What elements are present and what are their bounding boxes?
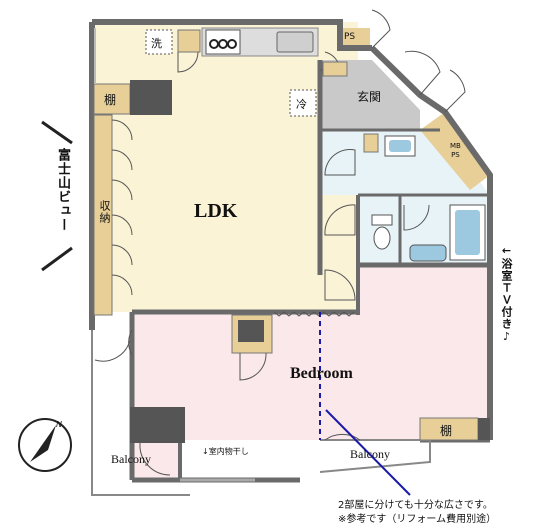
stove: [205, 29, 241, 55]
wash-basin: [409, 244, 447, 262]
door-swing: [139, 442, 171, 476]
balcony-left-label: Balcony: [111, 452, 151, 466]
door-swing: [404, 50, 441, 96]
compass-needle-icon: [30, 425, 56, 462]
balcony-left-outline: [91, 330, 190, 496]
washer-space: [145, 29, 173, 55]
sink: [276, 31, 314, 53]
storage-doors: [111, 119, 133, 296]
door-swing: [324, 204, 356, 236]
genkan-label: 玄関: [357, 90, 382, 104]
bedroom-label: Bedroom: [290, 365, 353, 382]
door-swing: [94, 339, 131, 362]
balcony-right-label: Balcony: [350, 447, 390, 461]
toilet-icon: [373, 226, 391, 250]
washer-label: 洗: [151, 37, 162, 50]
view-mark-bottom: [41, 246, 73, 272]
wet-area: [320, 130, 490, 265]
door-swing: [324, 149, 356, 176]
laundry-label: ↓室内物干し: [202, 447, 249, 456]
compass-label: N: [56, 420, 62, 429]
mbps-label: MB PS: [450, 142, 461, 159]
toilet-tank: [371, 214, 393, 226]
door-swing: [324, 269, 356, 301]
shelf-right-pillar: [478, 418, 490, 440]
storage-label: 収納: [98, 200, 111, 224]
small-cabinet: [177, 29, 201, 53]
sliding-partition: [273, 311, 355, 317]
door-swing: [444, 69, 466, 113]
bath-tv-note: ←浴室ＴＶ付き♪: [500, 244, 513, 344]
entrance-door: [371, 9, 391, 49]
ps-area: [340, 28, 370, 48]
shelf-right-label: 棚: [440, 424, 453, 438]
pillar-top-left: [130, 80, 172, 115]
view-note: 富士山ビュー: [55, 148, 70, 232]
fridge-label: 冷: [296, 98, 307, 111]
balcony-right-outline: [319, 439, 431, 473]
cabinet-small: [363, 133, 379, 153]
ldk-label: LDK: [194, 200, 238, 222]
shelf-left-label: 棚: [104, 93, 117, 107]
callout-line: [325, 409, 411, 496]
genkan-area: [320, 60, 420, 130]
shoe-box: [322, 61, 348, 77]
view-mark-top: [41, 120, 73, 145]
door-swing: [403, 204, 430, 231]
bedroom-area: [132, 265, 490, 480]
caption-line1: 2部屋に分けても十分な広さです。: [338, 500, 493, 511]
fridge-space: [289, 89, 317, 117]
burner-icon: [227, 39, 237, 49]
door-swing: [128, 329, 133, 356]
caption-line2: ※参考です（リフォーム費用別途）: [338, 514, 497, 525]
door-swing: [177, 51, 199, 73]
bathtub-inner: [455, 210, 480, 255]
ps-label: PS: [344, 32, 356, 42]
pillar-bottom-left: [130, 407, 185, 443]
vanity-bowl: [389, 140, 411, 152]
door-swing: [239, 352, 267, 381]
door-swing: [324, 433, 361, 441]
closet-inner: [238, 320, 264, 342]
ldk-area: [92, 22, 358, 312]
